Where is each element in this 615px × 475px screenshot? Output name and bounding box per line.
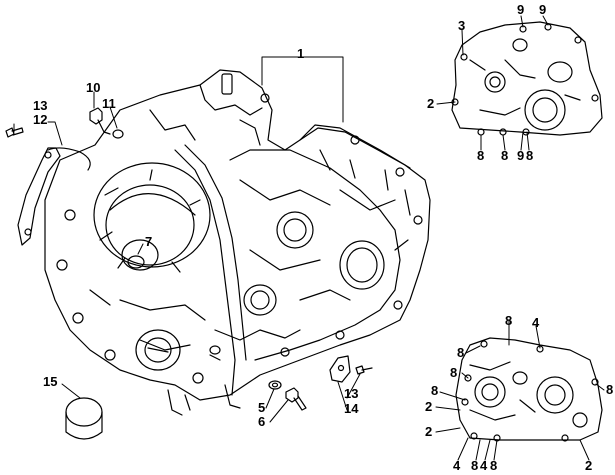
washer-5 <box>268 380 282 390</box>
callout-7: 7 <box>145 234 152 249</box>
callout-6: 6 <box>258 414 265 429</box>
callout-5: 5 <box>258 400 265 415</box>
callout-1: 1 <box>297 46 304 61</box>
callout-13-lower: 13 <box>344 386 358 401</box>
callout-8-i: 8 <box>471 458 478 473</box>
callout-11: 11 <box>102 96 116 111</box>
inset-case-half-bottom <box>455 337 603 442</box>
callout-labels: 1 2 3 9 9 8 8 9 8 10 11 13 12 7 15 5 6 1… <box>33 2 613 473</box>
inset-case-half-top <box>451 21 603 136</box>
callout-2-b: 2 <box>425 399 432 414</box>
callout-8-c: 8 <box>526 148 533 163</box>
callout-8-b: 8 <box>501 148 508 163</box>
plug-10 <box>89 107 111 135</box>
callout-2-c: 2 <box>425 424 432 439</box>
callout-8-e: 8 <box>457 345 464 360</box>
bracket-14 <box>329 355 351 383</box>
callout-13-upper: 13 <box>33 98 47 113</box>
crankcase-assembly-drawing <box>44 69 431 416</box>
callout-12: 12 <box>33 112 47 127</box>
cap-15 <box>65 397 103 440</box>
bolt-6 <box>285 387 307 411</box>
seal-7 <box>121 239 159 271</box>
callout-2-top-inset: 2 <box>427 96 434 111</box>
callout-14: 14 <box>344 401 359 416</box>
seal-lower <box>135 329 181 371</box>
callout-8-g: 8 <box>431 383 438 398</box>
mounting-bracket <box>17 147 61 246</box>
callout-9-a: 9 <box>517 2 524 17</box>
callout-8-f: 8 <box>450 365 457 380</box>
callout-2-d: 2 <box>585 458 592 473</box>
callout-8-h: 8 <box>606 382 613 397</box>
callout-10: 10 <box>86 80 100 95</box>
callout-8-a: 8 <box>477 148 484 163</box>
callout-4-b: 4 <box>453 458 461 473</box>
callout-4-c: 4 <box>480 458 488 473</box>
leader-lines <box>13 15 605 461</box>
callout-9-b: 9 <box>539 2 546 17</box>
callout-9-c: 9 <box>517 148 524 163</box>
callout-4-a: 4 <box>532 315 540 330</box>
screw-13-lower <box>355 365 373 375</box>
callout-8-j: 8 <box>490 458 497 473</box>
callout-15: 15 <box>43 374 57 389</box>
callout-8-d: 8 <box>505 313 512 328</box>
o-ring-11 <box>112 129 124 139</box>
callout-3: 3 <box>458 18 465 33</box>
